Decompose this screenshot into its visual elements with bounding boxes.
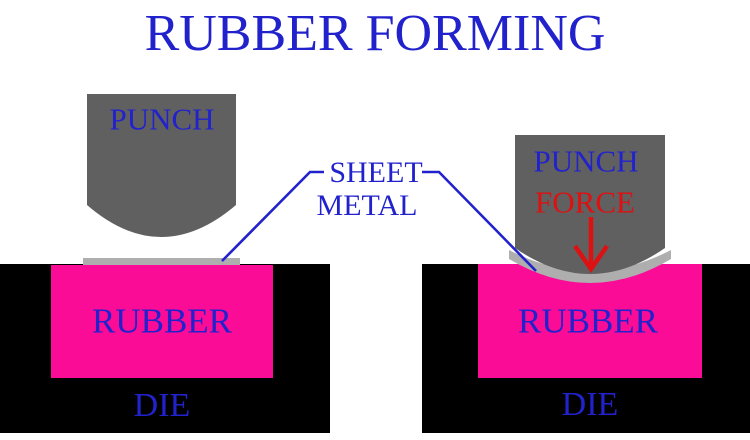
- punch-label-after: PUNCH: [533, 143, 639, 179]
- rubber-label-before: RUBBER: [91, 301, 233, 341]
- punch-shape-after: [515, 135, 665, 274]
- rubber-label-after: RUBBER: [517, 301, 659, 341]
- die-label-after: DIE: [561, 386, 619, 423]
- diagram-title: RUBBER FORMING: [144, 5, 606, 62]
- sheet-metal-before: [83, 258, 240, 265]
- rubber-pad-before: [51, 265, 273, 378]
- punch-shape-before: [87, 94, 236, 237]
- sheet-metal-label-line1: SHEET: [329, 156, 423, 189]
- sheet-metal-after: [509, 250, 671, 283]
- force-label: FORCE: [535, 184, 635, 220]
- force-arrow-head: [573, 244, 609, 273]
- sheet-metal-leader-line-right: [422, 170, 537, 272]
- sheet-metal-label-line2: METAL: [316, 189, 418, 222]
- sheet-metal-leader-line-left: [221, 170, 324, 262]
- die-label-before: DIE: [133, 387, 191, 424]
- punch-label-before: PUNCH: [109, 101, 215, 137]
